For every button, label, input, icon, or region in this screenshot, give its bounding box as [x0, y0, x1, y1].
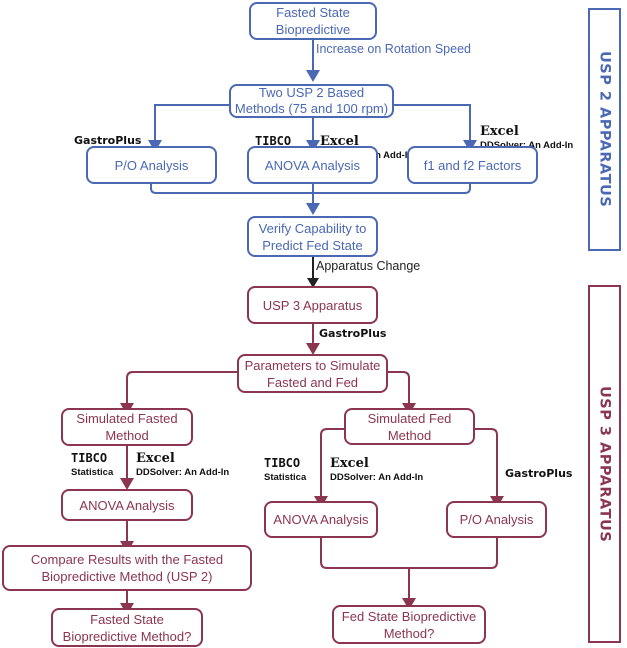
node-fed-biopredictive-question: Fed State Biopredictive Method? — [332, 605, 486, 644]
node-simulated-fasted: Simulated Fasted Method — [61, 408, 193, 446]
tool-gastroplus: GastroPlus — [74, 134, 142, 147]
node-po-analysis-fed: P/O Analysis — [446, 501, 547, 538]
tool-gastroplus-usp3: GastroPlus — [319, 327, 387, 340]
arrowhead — [306, 203, 320, 215]
node-fasted-biopredictive-question: Fasted State Biopredictive Method? — [51, 608, 203, 647]
node-two-usp2-methods: Two USP 2 Based Methods (75 and 100 rpm) — [229, 84, 394, 118]
tool-gastroplus-fed: GastroPlus — [505, 467, 573, 480]
edge-two-to-f1f2 — [394, 104, 471, 142]
node-po-analysis: P/O Analysis — [86, 146, 217, 184]
node-compare-results: Compare Results with the Fasted Biopredi… — [2, 545, 252, 591]
section-usp2-apparatus: USP 2 APPARATUS — [588, 8, 621, 251]
node-parameters-simulate: Parameters to Simulate Fasted and Fed — [237, 354, 388, 393]
edge-label-apparatus-change: Apparatus Change — [316, 259, 421, 273]
edge-label-rotation-speed: Increase on Rotation Speed — [316, 42, 471, 56]
arrowhead — [307, 278, 319, 288]
node-verify-capability: Verify Capability to Predict Fed State — [247, 216, 378, 257]
node-fasted-state-biopredictive: Fasted State Biopredictive — [249, 2, 377, 40]
edge-two-to-po — [154, 104, 232, 142]
node-anova-analysis: ANOVA Analysis — [247, 146, 378, 184]
arrowhead — [306, 70, 320, 82]
node-f1-f2-factors: f1 and f2 Factors — [407, 146, 538, 184]
node-simulated-fed: Simulated Fed Method — [344, 408, 475, 445]
node-usp3-apparatus: USP 3 Apparatus — [247, 286, 378, 324]
node-anova-fed: ANOVA Analysis — [264, 501, 378, 538]
node-anova-fasted: ANOVA Analysis — [61, 489, 193, 521]
section-usp3-apparatus: USP 3 APPARATUS — [588, 285, 621, 643]
